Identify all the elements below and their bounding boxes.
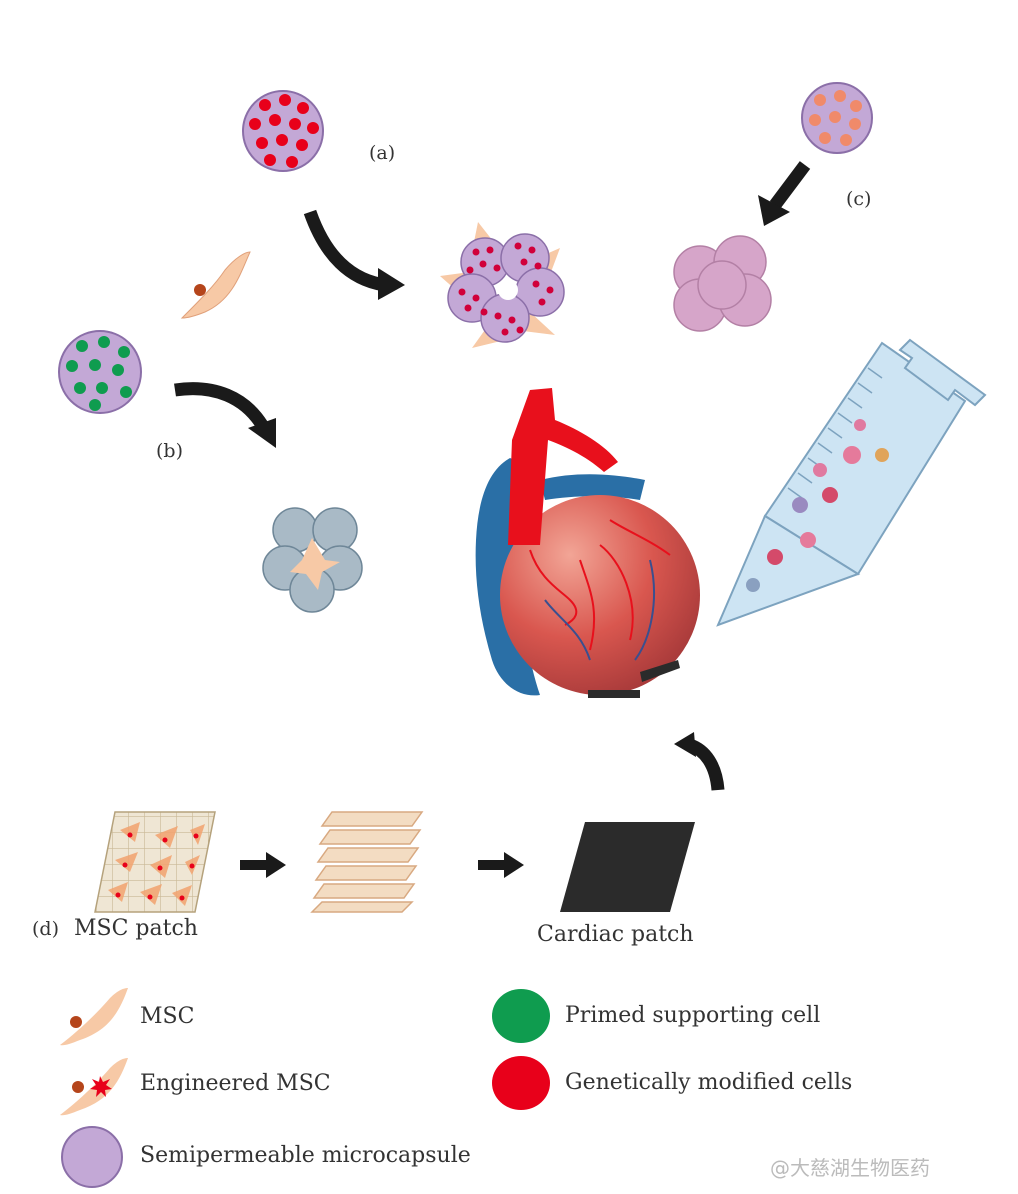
msc-patch-caption: MSC patch: [74, 916, 198, 941]
watermark-text: @大慈湖生物医药: [770, 1156, 930, 1180]
capsule-pink-cells-c: [801, 82, 873, 154]
arrow-patch-to-heart: [674, 732, 725, 791]
panel-label-d: (d): [32, 918, 59, 940]
arrow-stack-to-cardiac: [478, 852, 524, 878]
msc-cell-icon: [180, 251, 251, 319]
panel-label-a: (a): [369, 142, 396, 164]
heart-illustration: [475, 388, 700, 698]
arrow-patch-to-stack: [240, 852, 286, 878]
pink-capsule-aggregate: [673, 235, 772, 332]
msc-patch-sheet: [94, 811, 216, 913]
legend-label-primed-cell: Primed supporting cell: [565, 1003, 821, 1028]
legend-engineered-msc-icon: [60, 1058, 128, 1116]
green-capsule-flower-aggregate: [262, 507, 363, 613]
arrow-c-to-aggregate: [758, 161, 811, 226]
arrow-a-to-aggregate: [303, 209, 405, 300]
legend-label-microcapsule: Semipermeable microcapsule: [140, 1143, 471, 1168]
legend-primed-cell-icon: [492, 989, 550, 1043]
msc-microcapsule-aggregate: [440, 222, 565, 348]
arrow-b-to-aggregate: [174, 382, 276, 448]
cardiac-patch-caption: Cardiac patch: [537, 922, 694, 947]
legend-label-msc: MSC: [140, 1004, 195, 1029]
legend-modified-cell-icon: [492, 1056, 550, 1110]
cardiac-patch-sheet: [560, 822, 695, 912]
legend-label-engineered-msc: Engineered MSC: [140, 1071, 331, 1096]
syringe-injection-icon: [716, 338, 987, 627]
legend-microcapsule-icon: [61, 1126, 123, 1188]
legend-label-modified-cells: Genetically modified cells: [565, 1070, 853, 1095]
capsule-red-cells-a: [242, 90, 324, 172]
capsule-green-cells-b: [58, 330, 142, 414]
panel-label-c: (c): [846, 188, 872, 210]
panel-label-b: (b): [156, 440, 183, 462]
legend-msc-icon: [60, 988, 128, 1046]
stacked-patch-layers: [310, 811, 424, 913]
